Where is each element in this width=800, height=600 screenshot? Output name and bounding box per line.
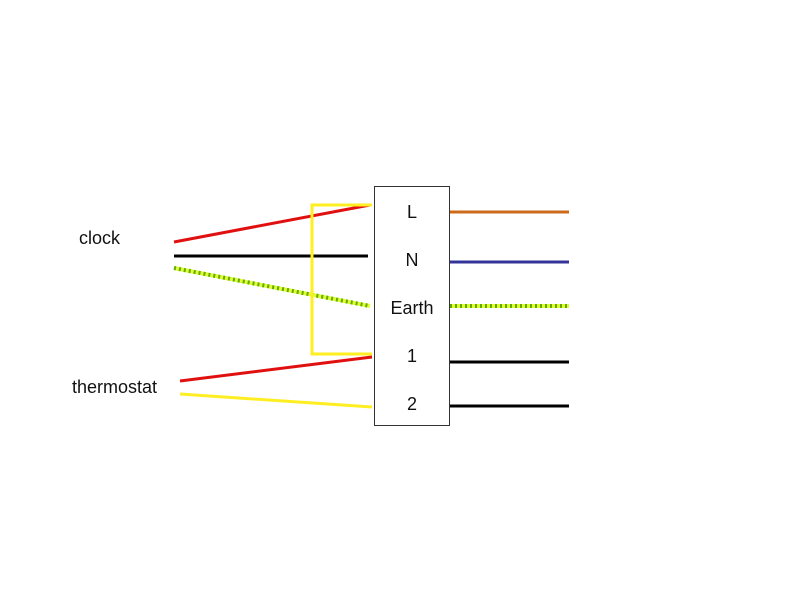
- clock-label: clock: [79, 228, 121, 248]
- thermostat-switched-wire: [179, 392, 373, 409]
- terminal-block: [374, 186, 450, 426]
- clock-live-wire: [173, 203, 371, 244]
- terminal-label-earth: Earth: [390, 298, 434, 318]
- clock-earth-wire: [173, 266, 371, 308]
- terminal-label-2: 2: [406, 394, 417, 414]
- link-wire-l-to-1: [310, 203, 372, 356]
- clock-earth-wire-stripe: [173, 266, 371, 308]
- thermostat-live-wire: [179, 355, 373, 383]
- terminal-label-1: 1: [406, 346, 417, 366]
- thermostat-label: thermostat: [72, 377, 158, 397]
- terminal-label-l: L: [406, 202, 417, 222]
- terminal-label-n: N: [405, 250, 419, 270]
